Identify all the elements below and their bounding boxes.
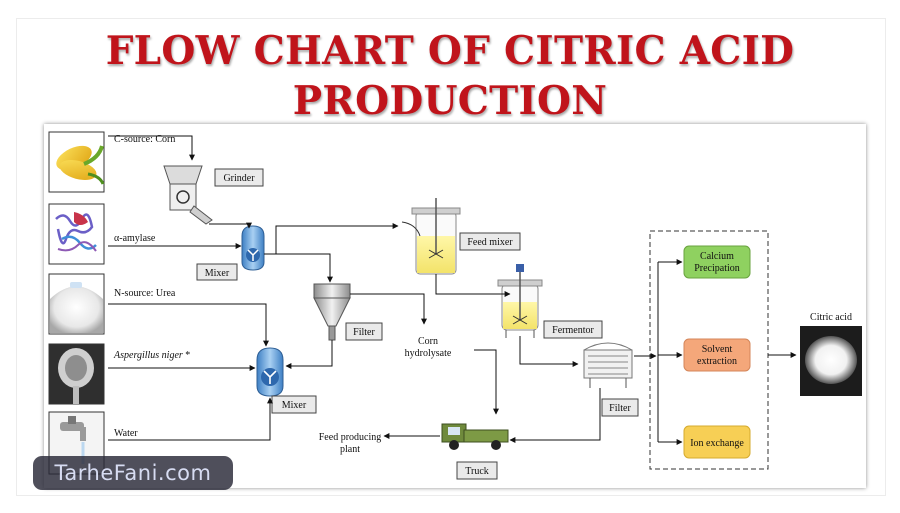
arrow-mixer-to-filter bbox=[264, 253, 333, 283]
arrow-grinder-to-mixer bbox=[209, 222, 252, 229]
filter-left-icon bbox=[313, 283, 351, 341]
feed-mixer-label: Feed mixer bbox=[467, 237, 513, 248]
feed-mixer-label-box bbox=[459, 232, 521, 251]
arrow-filter-to-truck bbox=[509, 388, 601, 443]
urea-image bbox=[48, 273, 105, 335]
arrow-water-to-mixer bbox=[108, 397, 273, 441]
truck-label-box bbox=[456, 461, 498, 480]
mixer-top-label-box bbox=[196, 263, 238, 281]
filter-left-label: Filter bbox=[353, 327, 375, 338]
mixer-bottom-label-box bbox=[271, 395, 317, 414]
page-title-line-2: PRODUCTION bbox=[292, 78, 608, 124]
grinder-label-box bbox=[214, 168, 264, 187]
arrow-mixer-to-feed-mixer bbox=[275, 223, 399, 254]
citric-acid-label: Citric acid bbox=[810, 312, 852, 323]
label-n-source: N-source: Urea bbox=[114, 288, 176, 299]
grinder-icon bbox=[163, 165, 213, 225]
mixer-bottom-icon bbox=[256, 347, 284, 397]
slide-frame bbox=[16, 18, 886, 496]
ion-exchange-box bbox=[683, 425, 751, 459]
arrow-filter-to-mixer-bottom bbox=[285, 340, 333, 369]
flow-chart-panel: C-source: Corn α-amylase N-source: Urea … bbox=[44, 124, 866, 488]
flow-chart-diagram: C-source: Corn α-amylase N-source: Urea … bbox=[48, 131, 862, 480]
arrow-feed-mixer-to-fermentor bbox=[435, 274, 511, 297]
arrow-filter-to-hydrolysate bbox=[350, 293, 427, 325]
label-water: Water bbox=[114, 428, 138, 439]
grinder-label: Grinder bbox=[223, 173, 255, 184]
mixer-top-label: Mixer bbox=[205, 268, 230, 279]
filter-left-label-box bbox=[345, 322, 383, 341]
solvent-extraction-box bbox=[683, 338, 751, 372]
ion-exchange-label: Ion exchange bbox=[690, 438, 744, 449]
filter-right-label: Filter bbox=[609, 403, 631, 414]
label-amylase: α-amylase bbox=[114, 233, 156, 244]
aspergillus-image bbox=[48, 343, 105, 405]
fermentor-label-box bbox=[543, 320, 603, 339]
arrow-hydrolysate-to-truck bbox=[474, 349, 499, 415]
arrow-urea-to-mixer bbox=[108, 303, 269, 347]
arrow-corn-to-grinder bbox=[108, 135, 195, 161]
corn-image bbox=[48, 131, 105, 193]
arrow-fermentor-to-filter bbox=[519, 336, 579, 367]
feed-mixer-icon bbox=[401, 198, 461, 275]
citric-acid-image bbox=[800, 326, 862, 396]
label-c-source: C-source: Corn bbox=[114, 134, 175, 145]
truck-icon bbox=[441, 423, 509, 450]
mixer-top-icon bbox=[241, 225, 265, 271]
watermark-badge: TarheFani.com bbox=[33, 456, 233, 490]
mixer-bottom-label: Mixer bbox=[282, 400, 307, 411]
truck-label: Truck bbox=[465, 466, 489, 477]
filter-right-label-box bbox=[601, 398, 639, 417]
calcium-precipitation-box bbox=[683, 245, 751, 279]
amylase-image bbox=[48, 203, 105, 265]
flow-arrows bbox=[108, 135, 797, 445]
fermentor-label: Fermentor bbox=[552, 325, 594, 336]
fermentor-icon bbox=[497, 264, 543, 338]
page-title: FLOW CHART OF CITRIC ACID bbox=[105, 28, 795, 74]
label-aspergillus: Aspergillus niger * bbox=[113, 350, 190, 361]
filter-right-icon bbox=[583, 342, 633, 388]
recovery-group-box bbox=[649, 230, 769, 470]
